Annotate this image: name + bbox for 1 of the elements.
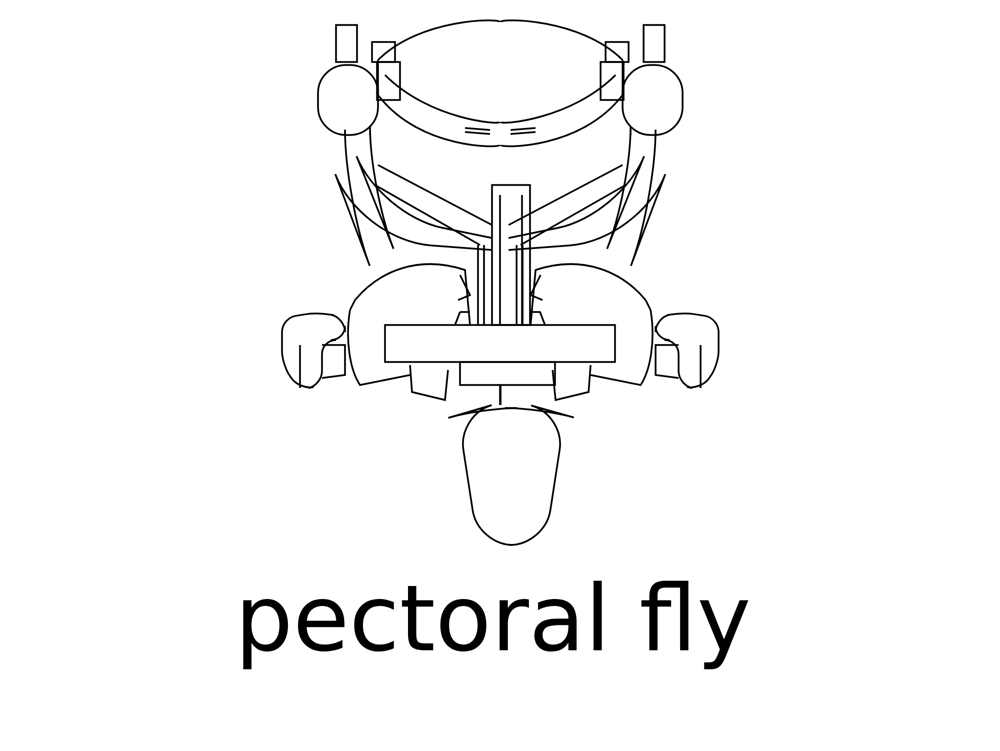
caption: pectoral fly (243, 580, 748, 670)
